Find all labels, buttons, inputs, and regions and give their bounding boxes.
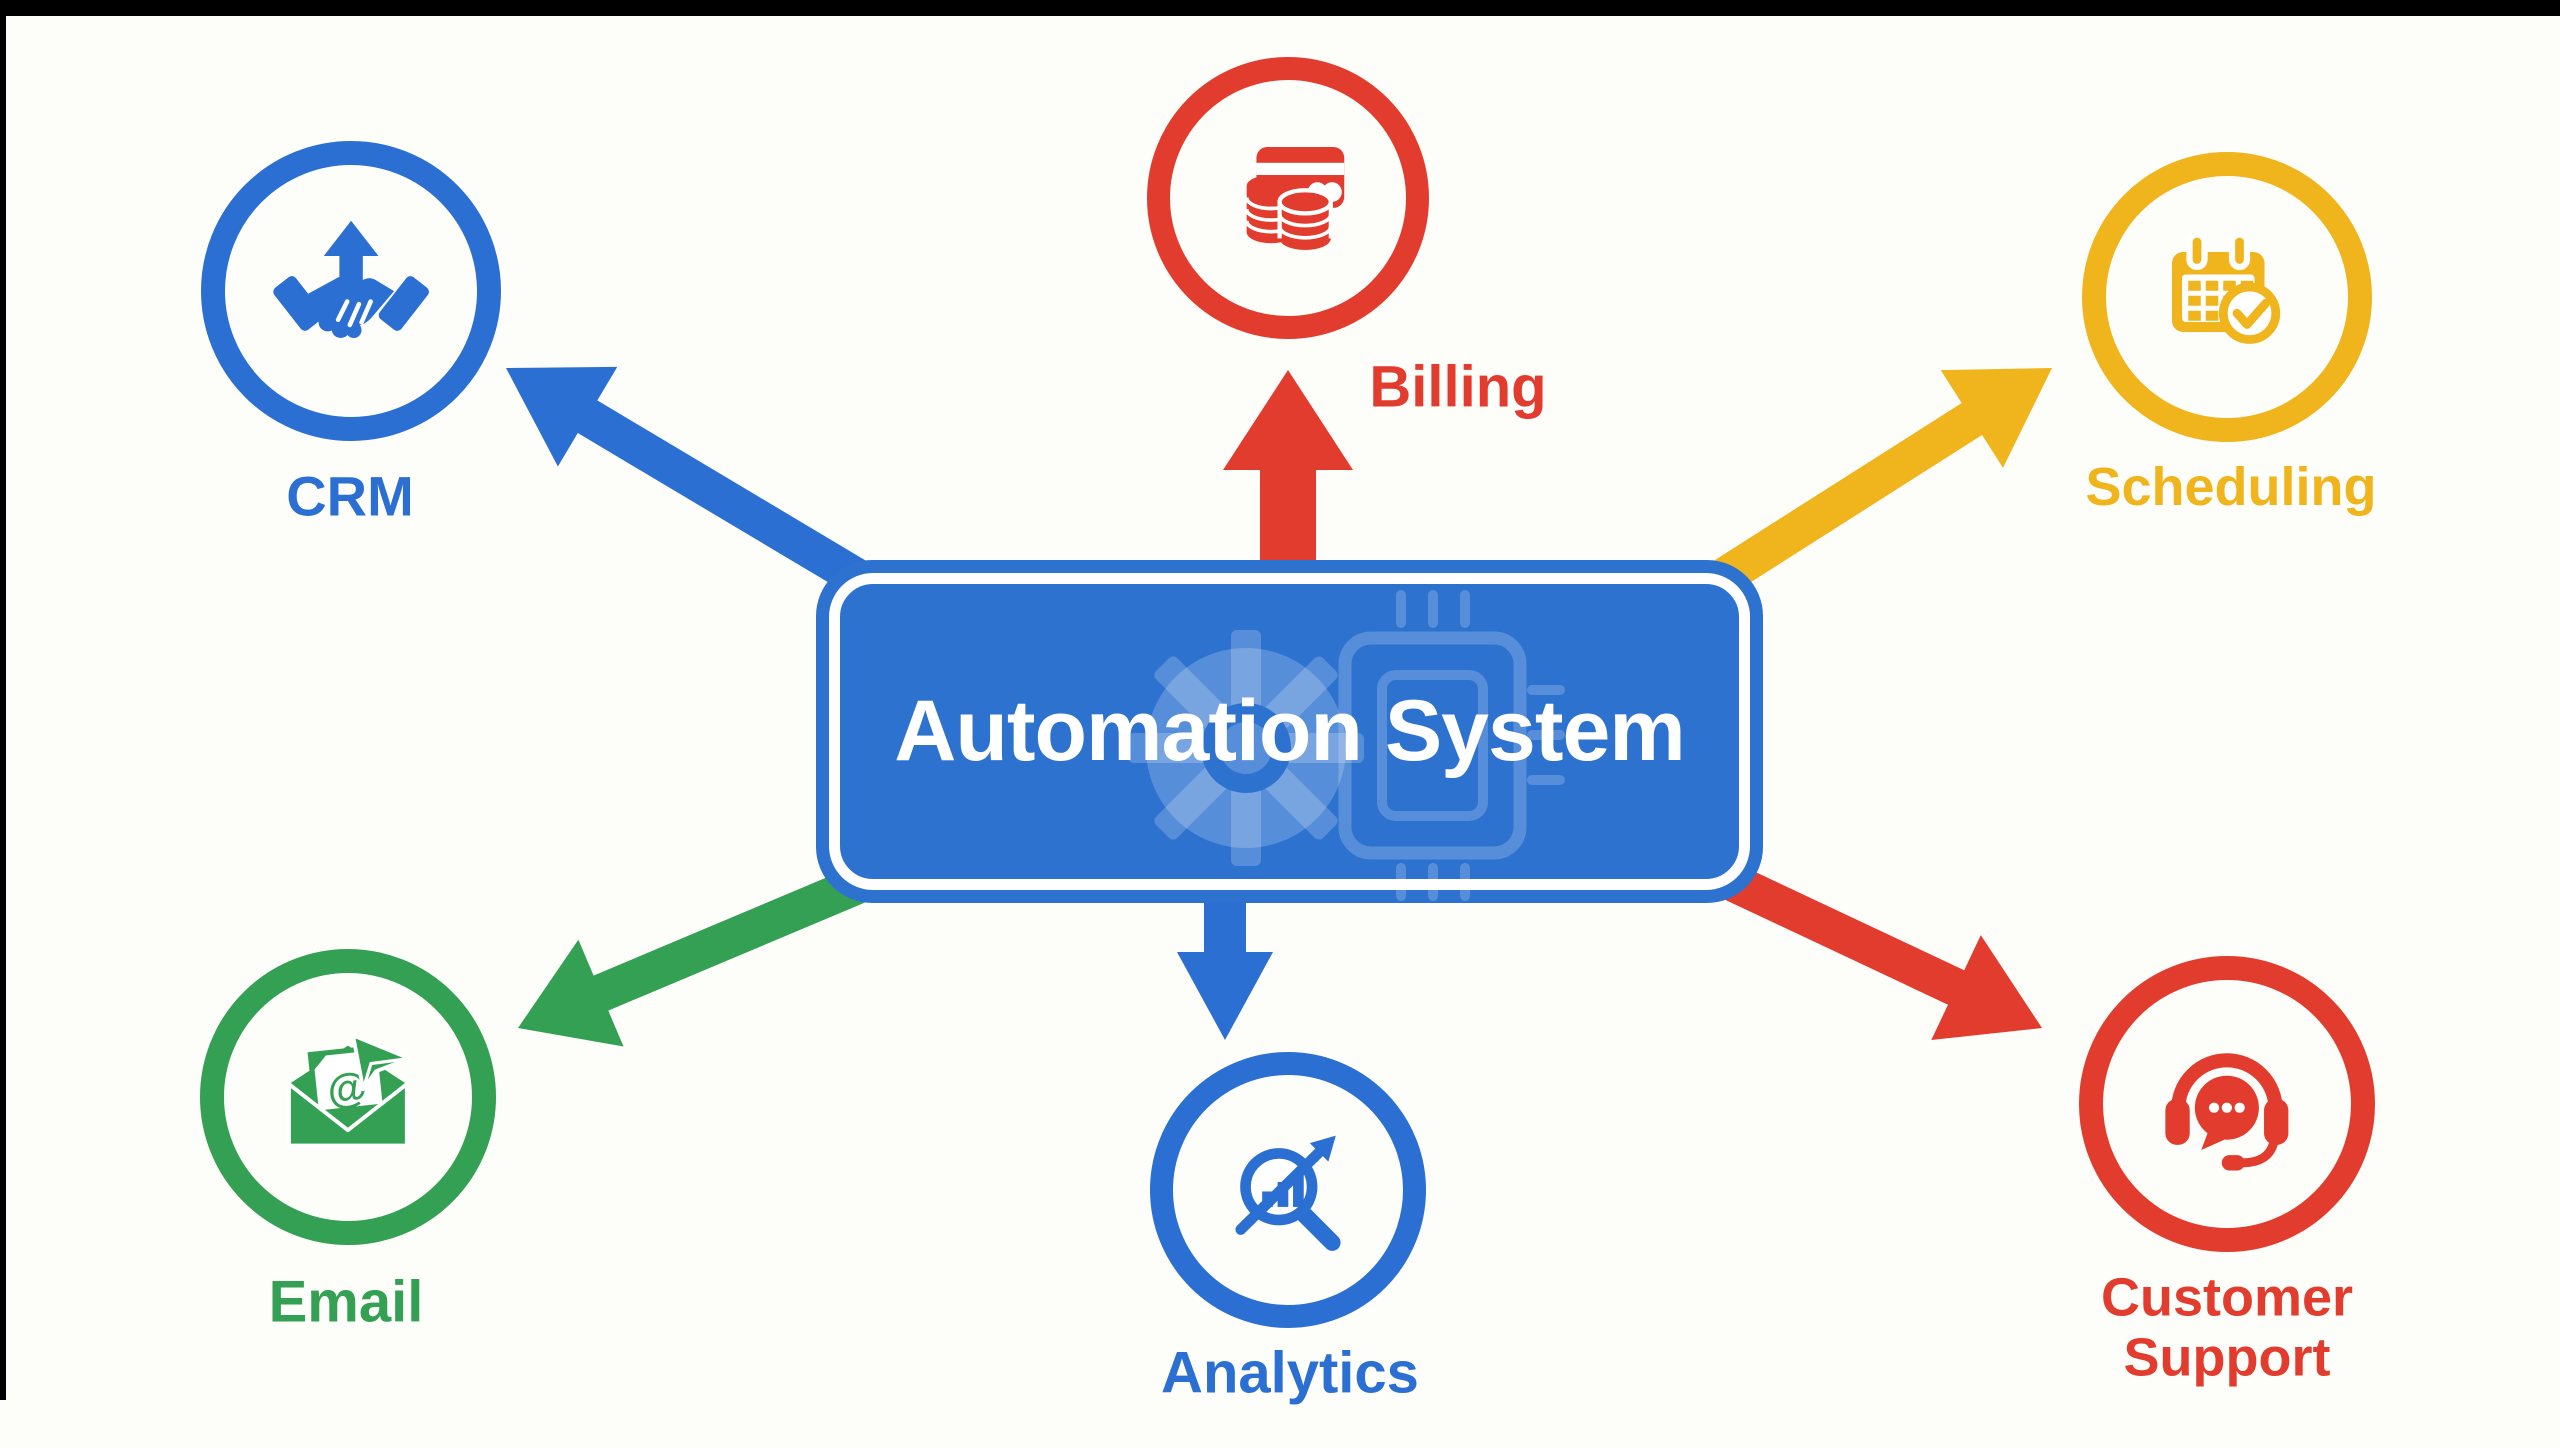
calendar-check-icon <box>2171 231 2281 344</box>
box-inner-border <box>829 573 1750 890</box>
customer-support-circle <box>2079 956 2375 1252</box>
letterbox-left <box>0 0 6 1400</box>
page-title: Automation System <box>816 560 1763 903</box>
page-title-text: Automation System <box>894 683 1686 779</box>
headset-chat-icon <box>2165 1053 2289 1171</box>
paper-plane <box>351 1033 412 1092</box>
letterbox-top <box>0 0 2560 16</box>
node-label-scheduling: Scheduling <box>2085 456 2377 517</box>
node-label-email: Email <box>268 1269 424 1335</box>
arrow-to-email <box>518 866 868 1047</box>
watermark-layer <box>1128 590 1565 901</box>
growth-arrow <box>323 220 379 284</box>
automation-system-box: Automation System <box>816 560 1763 903</box>
arrow-to-customer_support <box>1723 864 2042 1040</box>
arrow-to-crm <box>506 366 868 595</box>
gear-icon <box>1128 630 1364 866</box>
handshake-growth-icon <box>273 220 429 338</box>
payment-card-coins-icon <box>1244 146 1345 250</box>
coin-stack-right <box>1277 187 1333 250</box>
node-label-crm: CRM <box>286 464 414 528</box>
arrow-to-scheduling <box>1711 368 2052 594</box>
trend-arrowhead <box>1309 1135 1336 1162</box>
node-label-analytics: Analytics <box>1161 1340 1419 1406</box>
node-label-customer-support: Customer Support <box>2100 1267 2354 1388</box>
email-envelope-icon: @ <box>287 1033 412 1148</box>
magnifier-chart-icon <box>1235 1135 1341 1251</box>
arrow-to-billing <box>1223 370 1353 568</box>
arrow-to-analytics <box>1177 898 1273 1040</box>
node-label-billing: Billing <box>1369 354 1547 420</box>
